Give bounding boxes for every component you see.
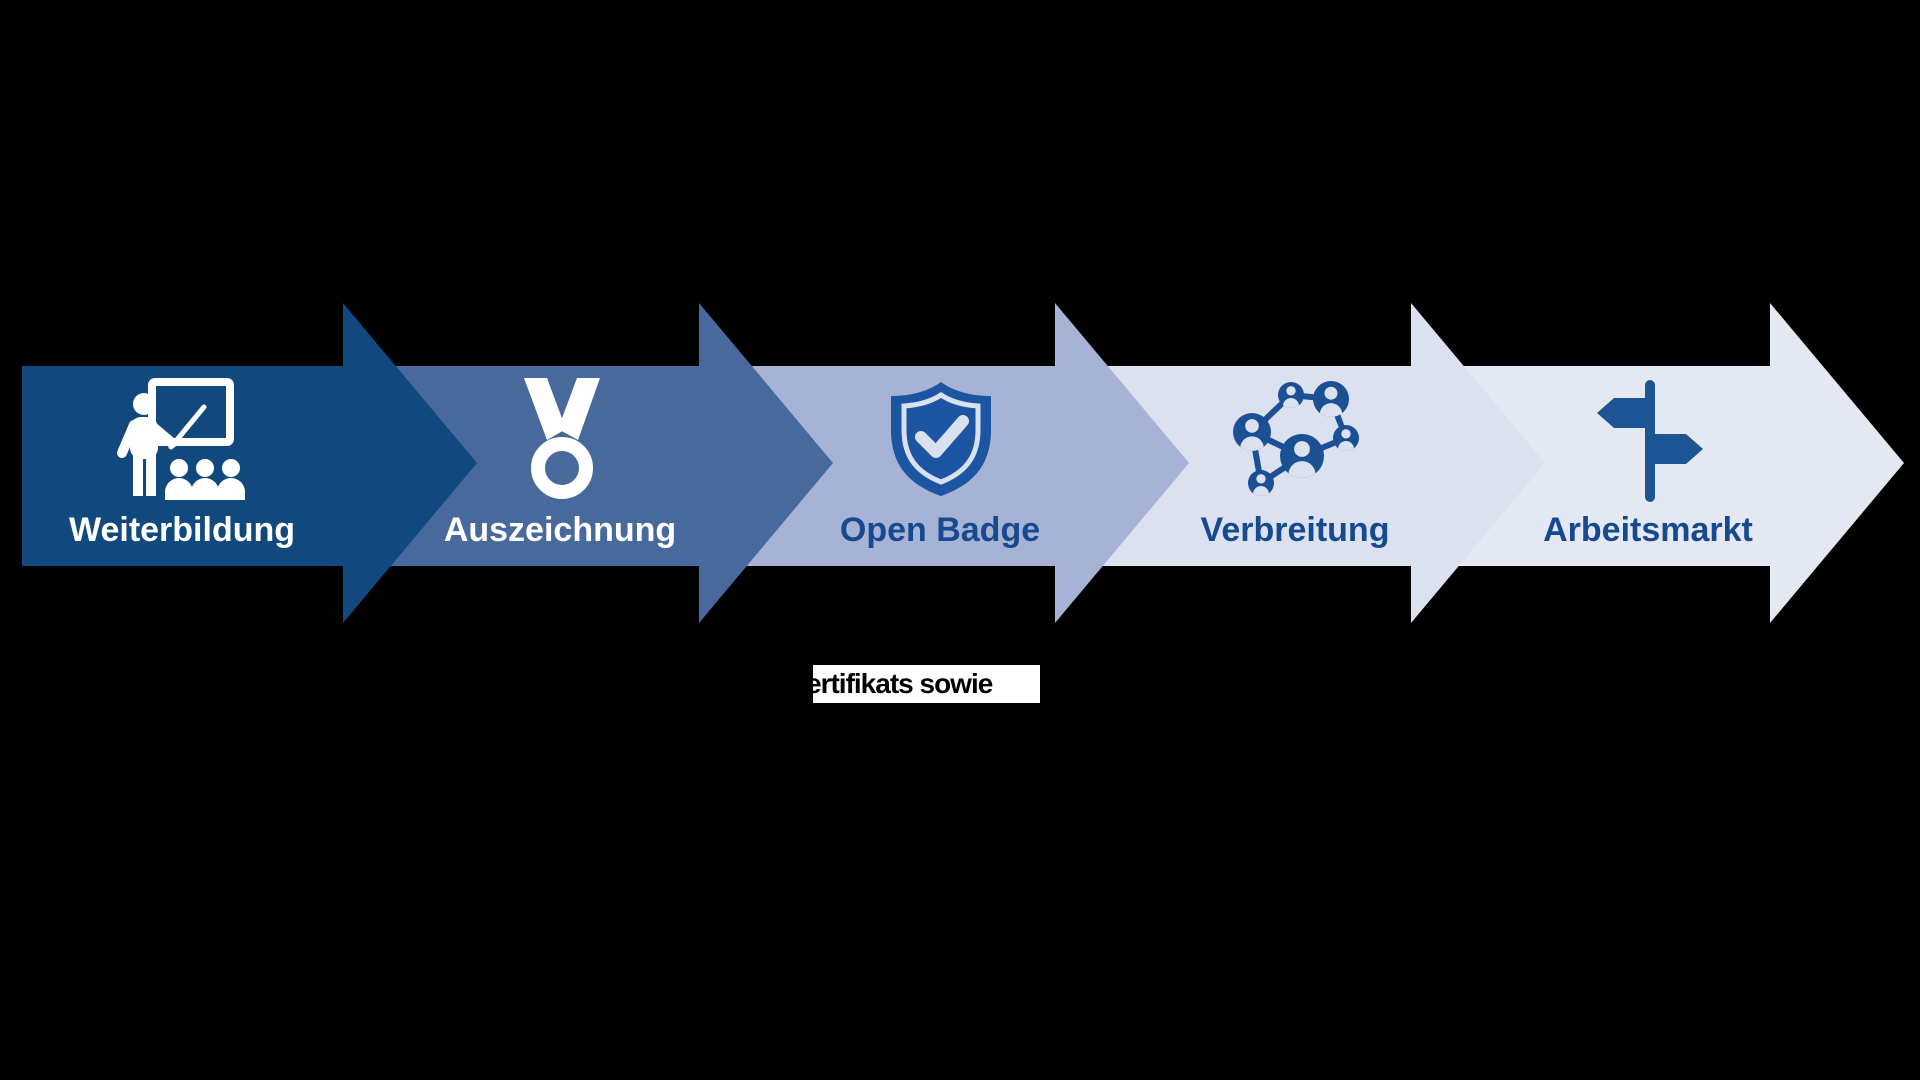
people-network-icon [1227,376,1367,502]
step-label-weiterbildung: Weiterbildung [68,511,296,549]
caption-fragment-text: ertifikats sowie [813,668,993,699]
step-label-arbeitsmarkt: Arbeitsmarkt [1543,511,1753,549]
presentation-icon [115,376,245,502]
shield-check-icon [885,380,997,498]
step-label-open-badge: Open Badge [839,511,1041,549]
arrow-step-1 [22,303,477,623]
step-label-auszeichnung: Auszeichnung [443,511,677,549]
step-label-verbreitung: Verbreitung [1200,511,1390,549]
caption-fragment: ertifikats sowie [813,665,1040,703]
medal-icon [517,378,607,500]
signpost-icon [1594,378,1704,502]
